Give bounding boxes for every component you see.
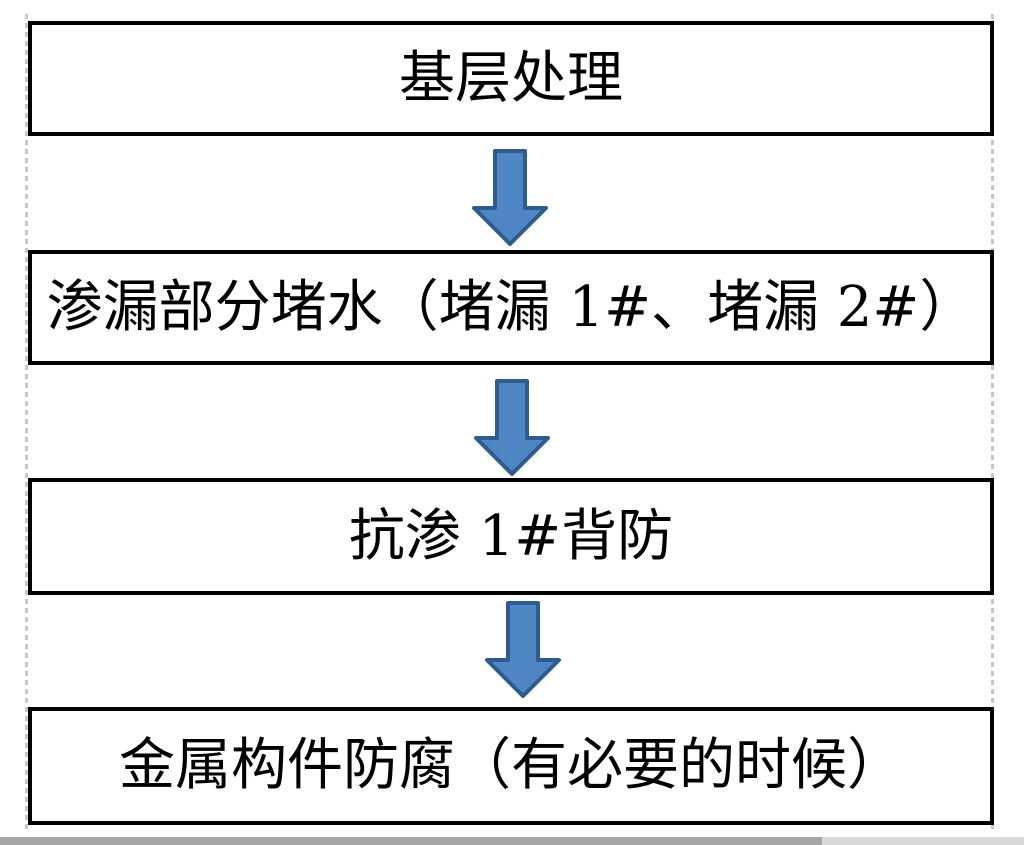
flow-step-label: 渗漏部分堵水（堵漏 1#、堵漏 2#） xyxy=(46,274,976,340)
flow-step-leak-plugging: 渗漏部分堵水（堵漏 1#、堵漏 2#） xyxy=(28,250,994,365)
flow-step-label: 基层处理 xyxy=(399,45,623,111)
placeholder-dashed-border-left xyxy=(25,14,28,832)
horizontal-scrollbar-thumb[interactable] xyxy=(0,837,822,845)
down-arrow-icon xyxy=(474,379,550,476)
down-arrow-icon xyxy=(485,601,561,698)
flow-step-base-treatment: 基层处理 xyxy=(28,21,994,136)
flow-step-metal-anticorrosion: 金属构件防腐（有必要的时候） xyxy=(28,707,994,825)
placeholder-dashed-border-right xyxy=(991,14,994,832)
horizontal-scrollbar[interactable] xyxy=(0,837,1024,845)
flow-step-label: 抗渗 1#背防 xyxy=(348,503,674,569)
flow-step-anti-seepage: 抗渗 1#背防 xyxy=(28,478,994,595)
down-arrow-icon xyxy=(472,149,548,246)
flow-step-label: 金属构件防腐（有必要的时候） xyxy=(119,733,903,799)
